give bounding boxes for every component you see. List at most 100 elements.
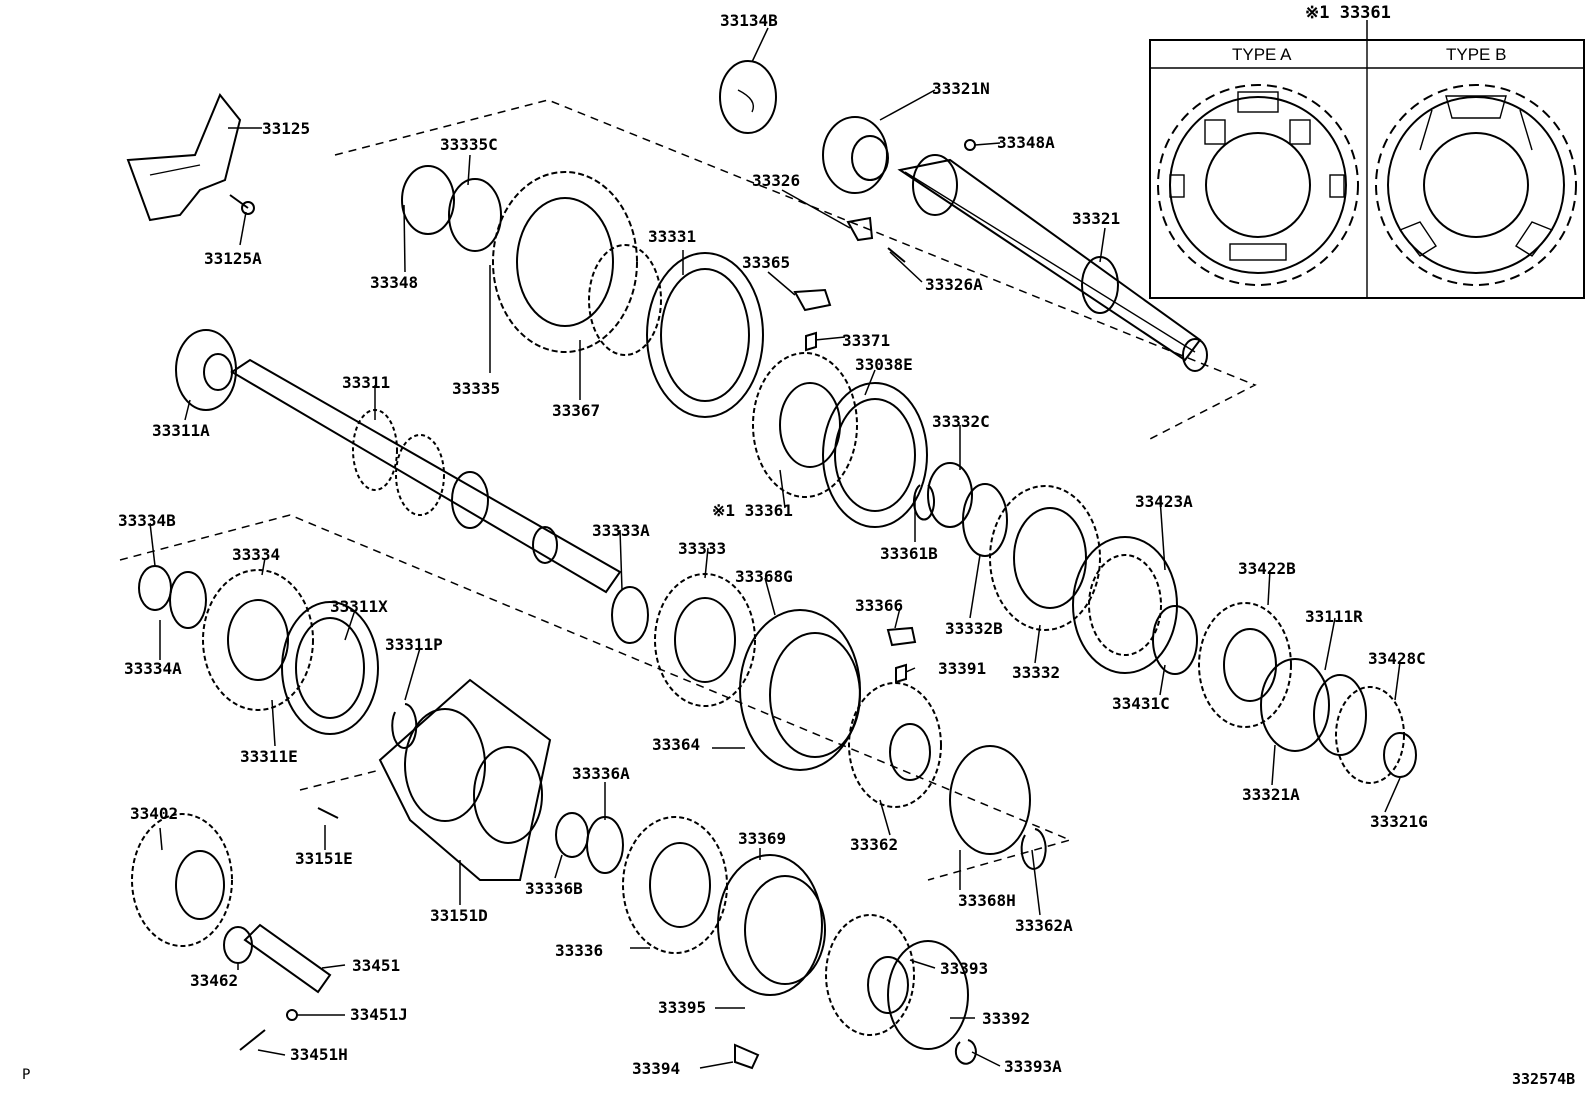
type-a-ring-icon (1157, 84, 1359, 286)
label-33428C: 33428C (1368, 649, 1426, 668)
part-33134B-icon (719, 60, 777, 134)
corner-p-mark: P (22, 1067, 31, 1083)
label-type-a: TYPE A (1232, 45, 1292, 64)
label-33321: 33321 (1072, 209, 1121, 228)
label-33311: 33311 (342, 373, 391, 392)
label-33361: ※1 33361 (712, 501, 793, 520)
part-33394-key-icon (734, 1043, 760, 1070)
label-33332: 33332 (1012, 663, 1061, 682)
label-33038E: 33038E (855, 355, 913, 374)
part-33334A-bearing-icon (169, 571, 207, 629)
label-33336: 33336 (555, 941, 604, 960)
gasket-dashed-line (299, 769, 381, 791)
label-33311P: 33311P (385, 635, 443, 654)
part-33451-shaft-icon (243, 923, 332, 994)
part-33364-sleeve-icon (739, 609, 861, 771)
part-33151D-gasket-icon (378, 678, 552, 881)
label-33365: 33365 (742, 253, 791, 272)
label-33335C: 33335C (440, 135, 498, 154)
label-33348A: 33348A (997, 133, 1055, 152)
diagram-code: 332574B (1512, 1070, 1576, 1088)
part-33336-gear-icon (622, 816, 728, 954)
label-33451J: 33451J (350, 1005, 408, 1024)
part-33362-hub-icon (848, 682, 942, 808)
part-33371-spring-icon (805, 331, 817, 352)
label-33368H: 33368H (958, 891, 1016, 910)
label-33321N: 33321N (932, 79, 990, 98)
label-33451H: 33451H (290, 1045, 348, 1064)
label-33334: 33334 (232, 545, 281, 564)
part-33333A-bearing-icon (611, 586, 649, 644)
part-33326A-bolt-icon (887, 247, 906, 263)
lower-dashed-group-outline (119, 514, 1073, 881)
label-33326A: 33326A (925, 275, 983, 294)
label-33333A: 33333A (592, 521, 650, 540)
label-33451: 33451 (352, 956, 401, 975)
part-33362A-snap-ring-icon (1020, 828, 1047, 870)
label-33331: 33331 (648, 227, 697, 246)
label-33321A: 33321A (1242, 785, 1300, 804)
part-33368H-ring-icon (949, 745, 1031, 855)
label-33362A: 33362A (1015, 916, 1073, 935)
part-33151E-bolt-icon (317, 807, 339, 819)
part-33391-spring-icon (895, 663, 907, 684)
synchronizer-ring-inset (1149, 20, 1585, 299)
label-33431C: 33431C (1112, 694, 1170, 713)
upper-gear-cluster-icon (401, 165, 764, 418)
part-33402-gear-icon (131, 813, 233, 947)
part-33392-ring-icon (887, 940, 969, 1050)
label-33394: 33394 (632, 1059, 681, 1078)
label-33395: 33395 (658, 998, 707, 1017)
leader-lines (149, 27, 1401, 1069)
part-33369-sleeve-icon (717, 854, 826, 996)
label-33125: 33125 (262, 119, 311, 138)
label-33462: 33462 (190, 971, 239, 990)
label-33361B: 33361B (880, 544, 938, 563)
label-33333: 33333 (678, 539, 727, 558)
part-33311P-snap-ring-icon (391, 703, 418, 749)
label-33326: 33326 (752, 171, 801, 190)
label-33392: 33392 (982, 1009, 1031, 1028)
part-33332B-bearing-icon (962, 483, 1008, 557)
part-33422B-gear-icon (1198, 602, 1292, 728)
label-33368G: 33368G (735, 567, 793, 586)
label-33391: 33391 (938, 659, 987, 678)
label-33393A: 33393A (1004, 1057, 1062, 1076)
part-33311X-ring-icon (281, 601, 379, 735)
label-33125A: 33125A (204, 249, 262, 268)
label-33332B: 33332B (945, 619, 1003, 638)
part-33348A-ball-icon (964, 139, 976, 151)
upper-dashed-group-outline (334, 99, 1257, 441)
label-33311X: 33311X (330, 597, 388, 616)
part-33125-bracket-icon (126, 93, 255, 222)
label-33362: 33362 (850, 835, 899, 854)
label-33321G: 33321G (1370, 812, 1428, 831)
label-33335: 33335 (452, 379, 501, 398)
label-33371: 33371 (842, 331, 891, 350)
part-33336B-washer-icon (555, 812, 589, 858)
part-33423A-gear-icon (1072, 536, 1178, 674)
label-33369: 33369 (738, 829, 787, 848)
part-33428C-gear-icon (1335, 686, 1417, 784)
part-33451J-pin-icon (286, 1009, 298, 1021)
label-33332C: 33332C (932, 412, 990, 431)
label-33402: 33402 (130, 804, 179, 823)
part-33431C-spacer-icon (1152, 605, 1198, 675)
part-33332C-ring-icon (927, 462, 973, 528)
label-33336A: 33336A (572, 764, 630, 783)
label-33366: 33366 (855, 596, 904, 615)
type-b-ring-icon (1375, 84, 1577, 286)
label-33393: 33393 (940, 959, 989, 978)
part-33334B-washer-icon (138, 565, 172, 611)
part-33321A-bearing-icon (1260, 658, 1330, 752)
part-33111R-ring-icon (1313, 674, 1367, 756)
part-33366-key-icon (886, 626, 917, 647)
label-33311A: 33311A (152, 421, 210, 440)
part-33462-washer-icon (223, 926, 253, 964)
part-33365-key-icon (793, 288, 832, 312)
part-33395-hub-icon (825, 914, 915, 1036)
label-33334B: 33334B (118, 511, 176, 530)
label-33361-inset-title: ※1 33361 (1305, 3, 1391, 23)
part-33393A-clip-icon (954, 1039, 977, 1065)
part-33321-output-shaft-icon (822, 116, 1208, 372)
